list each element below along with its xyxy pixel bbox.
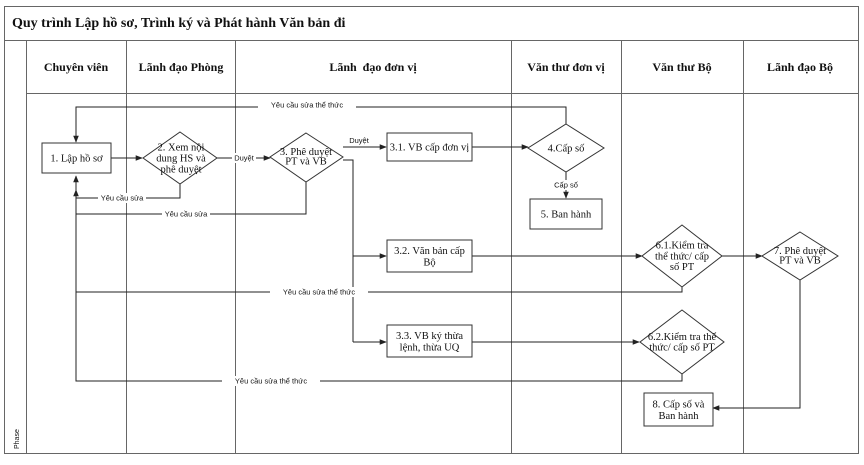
lane-header-lanh-dao-phong: Lãnh đạo Phòng bbox=[139, 60, 224, 74]
lane-header-lanh-dao-don-vi: Lãnh đạo đơn vị bbox=[329, 60, 417, 74]
edge-3-branch bbox=[343, 159, 354, 342]
node-2-diamond bbox=[142, 131, 218, 185]
node-label-n1: 1. Lập hồ sơ bbox=[50, 154, 103, 165]
lane-header-lanh-dao-bo: Lãnh đạo Bộ bbox=[767, 60, 833, 74]
node-label-n4: 4.Cấp số bbox=[548, 144, 586, 155]
lane-header-chuyen-vien: Chuyên viên bbox=[44, 60, 109, 74]
edge-label-bottom: Yêu cầu sửa thể thức bbox=[235, 377, 307, 386]
node-1-box bbox=[41, 142, 112, 174]
node-label-line: 7. Phê duyệt bbox=[774, 246, 826, 257]
node-31-box bbox=[386, 132, 473, 162]
edge-label-yeu-cau-sua-1: Yêu cầu sửa bbox=[101, 194, 144, 203]
node-3-diamond bbox=[269, 132, 344, 183]
node-label-line: 3. Phê duyệt bbox=[280, 147, 332, 158]
node-62-diamond bbox=[639, 309, 725, 375]
edge-label-top: Yêu cầu sửa thể thức bbox=[271, 101, 343, 110]
lane-header-van-thu-bo: Văn thư Bộ bbox=[652, 60, 711, 74]
node-label-line: 4.Cấp số bbox=[548, 144, 586, 155]
node-7-diamond bbox=[761, 231, 839, 281]
node-label-line: 2. Xem nội bbox=[158, 142, 205, 153]
node-label-line: thức/ cấp số PT bbox=[649, 343, 715, 354]
node-label-line: dung HS và bbox=[156, 154, 206, 165]
edge-label-duyet-1: Duyệt bbox=[234, 154, 255, 163]
node-label-line: 6.1.Kiểm tra bbox=[656, 241, 709, 252]
edge-7-8 bbox=[712, 280, 801, 411]
edge-label-duyet-2: Duyệt bbox=[349, 136, 370, 145]
node-label-line: lệnh, thừa UQ bbox=[400, 343, 460, 354]
node-label-n5: 5. Ban hành bbox=[541, 210, 592, 221]
diagram-title: Quy trình Lập hồ sơ, Trình ký và Phát hà… bbox=[12, 16, 345, 31]
lane-header-van-thu-don-vi: Văn thư đơn vị bbox=[527, 60, 605, 74]
node-label-line: 8. Cấp số và bbox=[653, 399, 705, 410]
node-5-box bbox=[529, 198, 603, 230]
node-8-box bbox=[643, 392, 714, 427]
node-label-line: thể thức/ cấp bbox=[655, 251, 709, 262]
node-label-line: 3.2. Văn bản cấp bbox=[394, 246, 465, 257]
node-label-line: Ban hành bbox=[659, 411, 700, 422]
node-61-diamond bbox=[641, 224, 723, 288]
node-4-diamond bbox=[527, 123, 605, 173]
node-label-line: PT và VB bbox=[285, 157, 327, 168]
diagram-frame bbox=[4, 6, 859, 454]
node-label-line: 1. Lập hồ sơ bbox=[50, 154, 103, 165]
node-label-line: phê duyệt bbox=[160, 165, 201, 176]
node-label-line: 5. Ban hành bbox=[541, 210, 592, 221]
node-32-box bbox=[386, 239, 473, 273]
edge-label-yeu-cau-sua-2: Yêu cầu sửa bbox=[165, 210, 208, 219]
phase-label: Phase bbox=[14, 429, 21, 449]
node-label-n31: 3.1. VB cấp đơn vị bbox=[390, 143, 470, 154]
node-label-line: 6.2.Kiểm tra thể bbox=[648, 332, 717, 343]
edge-3-1-feedback bbox=[76, 182, 307, 215]
edge-bottom-feedback bbox=[73, 189, 683, 382]
node-label-line: 3.1. VB cấp đơn vị bbox=[390, 143, 470, 154]
node-33-box bbox=[386, 324, 473, 358]
edge-label-mid: Yêu cầu sửa thể thức bbox=[283, 288, 355, 297]
node-label-line: số PT bbox=[670, 262, 695, 273]
edge-label-cap-so: Cấp số bbox=[554, 181, 579, 190]
edge-labels: Yêu cầu sửa thể thức Duyệt Duyệt Cấp số … bbox=[98, 100, 582, 386]
node-label-line: Bộ bbox=[423, 258, 435, 269]
node-label-line: 3.3. VB ký thừa bbox=[396, 331, 463, 342]
node-label-line: PT và VB bbox=[779, 256, 821, 267]
